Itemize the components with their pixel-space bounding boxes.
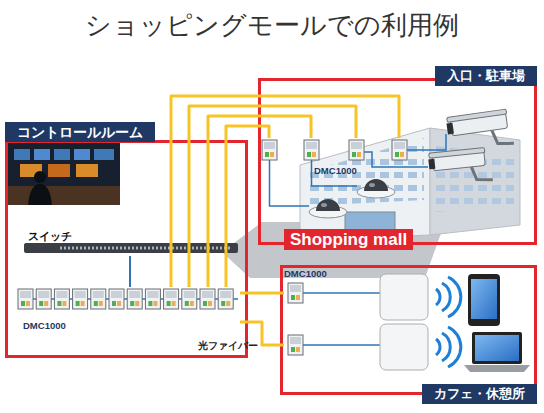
- monitor: [34, 149, 50, 160]
- fiber-link: [189, 106, 356, 287]
- dome-highlight: [321, 203, 327, 207]
- device-label: スイッチ: [28, 230, 72, 243]
- camera-hood: [447, 109, 507, 122]
- media-converter: [288, 335, 303, 355]
- camera-lens: [446, 123, 453, 135]
- media-converter: [262, 140, 277, 160]
- converter-group: DMC1000: [15, 287, 240, 335]
- fiber-link: [171, 96, 399, 287]
- monitor: [54, 149, 70, 160]
- device-label: DMC1000: [284, 268, 327, 279]
- camera-cable: [270, 160, 310, 206]
- camera-cable: [312, 160, 358, 186]
- monitor: [94, 149, 114, 160]
- dome-camera: [357, 179, 395, 198]
- lan-cable: [303, 344, 380, 346]
- bullet-camera: [428, 147, 493, 186]
- tablet-screen: [471, 279, 497, 319]
- switch-ports: [60, 247, 232, 250]
- switch-body: [24, 243, 238, 253]
- fiber-link: [208, 116, 311, 287]
- media-converter: [349, 140, 364, 160]
- laptop-base: [464, 365, 530, 372]
- camera-hood: [429, 147, 485, 158]
- media-converter: [145, 289, 160, 309]
- control-room-photo: [8, 143, 120, 205]
- monitor: [74, 149, 90, 160]
- area-heading: コントロールルーム: [5, 122, 155, 142]
- wifi-wave: [442, 333, 450, 361]
- media-converter: [73, 289, 88, 309]
- network-switch: スイッチ: [20, 230, 242, 256]
- monitor: [76, 164, 98, 177]
- media-converter: [91, 289, 106, 309]
- media-converter: [164, 289, 179, 309]
- media-converter: [18, 289, 33, 309]
- camera-lens: [428, 159, 435, 170]
- area-region: カフェ・休憩所DMC1000: [280, 265, 537, 395]
- edge-group: [130, 96, 399, 345]
- laptop-lid: [472, 332, 522, 364]
- plaza-floor: [222, 222, 445, 278]
- lan-link: [129, 256, 131, 287]
- laptop-screen: [475, 335, 519, 361]
- converter-group: DMC1000: [262, 138, 412, 182]
- monitor: [48, 164, 70, 177]
- camera-cable: [407, 134, 446, 150]
- edge-label: 光ファイバー: [198, 340, 258, 352]
- wifi-wave: [436, 289, 440, 305]
- lan-cable: [303, 292, 380, 294]
- fiber-link: [240, 322, 284, 345]
- tablet-body: [468, 274, 500, 326]
- dome-cover: [364, 179, 388, 191]
- building-sign: Shopping mall: [284, 229, 413, 250]
- camera-mount: [471, 165, 492, 182]
- operator-body: [28, 184, 52, 205]
- fiber-link: [240, 292, 284, 295]
- media-converter: [200, 289, 215, 309]
- media-converter: [54, 289, 69, 309]
- diagram-title: ショッピングモールでの利用例: [0, 9, 544, 41]
- bullet-camera: [446, 109, 514, 153]
- dome-cover: [316, 199, 340, 211]
- converter-group: DMC1000: [284, 268, 334, 358]
- building-front: [300, 128, 430, 240]
- monitor: [14, 149, 30, 160]
- area-region: コントロールルームスイッチDMC1000: [5, 140, 248, 358]
- building-side: [430, 128, 520, 235]
- wifi-wave: [442, 283, 450, 311]
- media-converter: [36, 289, 51, 309]
- photo-background: [8, 143, 120, 205]
- wifi-wave: [448, 327, 461, 367]
- area-heading: 入口・駐車場: [435, 66, 537, 86]
- media-converter: [127, 289, 142, 309]
- building-windows: [306, 138, 424, 206]
- media-converter: [109, 289, 124, 309]
- media-converter: [288, 283, 303, 303]
- operator-head: [34, 171, 46, 183]
- access-point: [380, 324, 428, 370]
- wifi-wave: [448, 277, 461, 317]
- area-heading: カフェ・休憩所: [422, 384, 537, 404]
- fiber-link: [226, 126, 269, 287]
- media-converter: [304, 140, 319, 160]
- wifi-wave: [436, 339, 440, 355]
- media-converter: [392, 140, 407, 160]
- dome-highlight: [369, 183, 375, 187]
- media-converter: [218, 289, 233, 309]
- area-region: 入口・駐車場DMC1000: [258, 78, 537, 245]
- control-desk: [8, 186, 120, 205]
- dome-camera: [309, 199, 347, 218]
- device-label: DMC1000: [314, 165, 357, 176]
- media-converter: [182, 289, 197, 309]
- device-label: DMC1000: [23, 320, 66, 331]
- access-point: [380, 274, 428, 320]
